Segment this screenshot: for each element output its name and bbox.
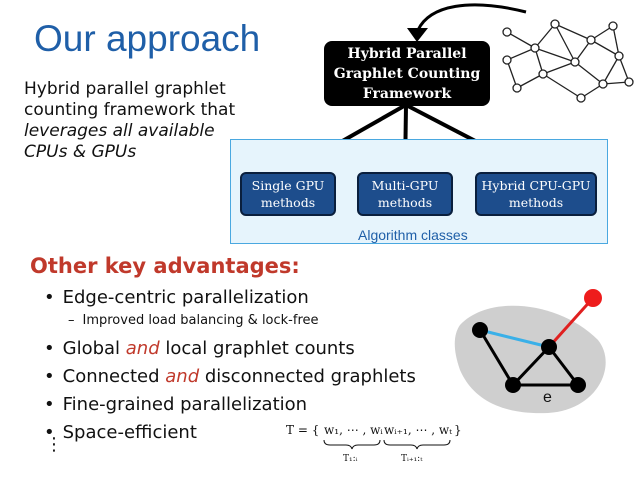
vertical-ellipsis: ⋮ [45, 434, 63, 455]
subtitle-line-1: Hybrid parallel graphlet [24, 79, 226, 99]
bullet-dot: • [44, 422, 55, 443]
method-label-line-2: methods [260, 195, 316, 210]
advantage-text-pre: Global [62, 338, 126, 359]
subtitle-line-2: counting framework that [24, 100, 236, 120]
single-gpu-methods-box: Single GPU methods [240, 172, 336, 216]
method-label-line-1: Hybrid CPU-GPU [481, 178, 591, 193]
formula-part-1: w₁, ⋯ , wᵢ [324, 423, 383, 437]
subtitle-line-3: leverages all available [24, 121, 215, 141]
formula-lhs: T = { [286, 423, 319, 437]
blue-edge [479, 328, 550, 349]
multi-gpu-methods-box: Multi-GPU methods [357, 172, 453, 216]
advantage-item: • Fine-grained parallelization [44, 394, 307, 415]
framework-line-2: Graphlet Counting [333, 65, 481, 82]
slide-title: Our approach [34, 18, 261, 59]
advantage-item: • Edge-centric parallelization [44, 287, 309, 308]
method-label-line-2: methods [377, 195, 433, 210]
graph-node [472, 322, 488, 338]
underbrace-2 [383, 439, 451, 450]
graphlet-illustration [454, 289, 606, 414]
formula-part-2: wᵢ₊₁, ⋯ , wₜ [384, 423, 452, 437]
red-graph-node [584, 289, 602, 307]
graph-node [570, 377, 586, 393]
advantage-item: • Space-efficient [44, 422, 197, 443]
advantage-text-emphasis: and [165, 366, 200, 387]
framework-line-1: Hybrid Parallel [347, 45, 467, 62]
graphlet-blob [454, 305, 606, 414]
slide-subtitle: Hybrid parallel graphlet counting framew… [24, 79, 254, 163]
framework-line-3: Framework [362, 85, 452, 102]
bullet-dot: • [44, 394, 55, 415]
advantage-text: Space-efficient [62, 422, 197, 443]
subtitle-line-4: CPUs & GPUs [24, 142, 137, 162]
framework-box: Hybrid Parallel Graphlet Counting Framew… [324, 41, 490, 106]
formula: T = { w₁, ⋯ , wᵢ wᵢ₊₁, ⋯ , wₜ } T₁:ᵢ Tᵢ₊… [286, 423, 462, 464]
formula-sub-1: T₁:ᵢ [343, 454, 358, 464]
network-graph-illustration [502, 19, 634, 103]
curved-arrow [416, 3, 527, 31]
method-label-line-1: Multi-GPU [371, 178, 439, 193]
bullet-dot: • [44, 287, 55, 308]
advantage-text: Fine-grained parallelization [62, 394, 308, 415]
method-label-line-1: Single GPU [251, 178, 325, 193]
graph-node [541, 339, 557, 355]
advantage-text-emphasis: and [125, 338, 160, 359]
advantage-text-post: local graphlet counts [159, 338, 355, 359]
advantage-text-pre: Connected [62, 366, 166, 387]
advantage-sub-item: –Improved load balancing & lock-free [68, 313, 319, 328]
algorithm-classes-label: Algorithm classes [358, 227, 468, 243]
bullet-dot: • [44, 338, 55, 359]
hybrid-cpu-gpu-methods-box: Hybrid CPU-GPU methods [475, 172, 597, 216]
advantages-title: Other key advantages: [30, 254, 300, 278]
sub-bullet-dash: – [68, 313, 75, 328]
formula-rhs: } [454, 423, 462, 437]
arrowhead [407, 28, 428, 42]
edge-label: e [543, 389, 552, 406]
advantage-text-post: disconnected graphlets [199, 366, 416, 387]
bullet-dot: • [44, 366, 55, 387]
red-edge [547, 296, 595, 349]
formula-sub-2: Tᵢ₊₁:ₜ [401, 454, 423, 464]
underbrace-1 [323, 439, 381, 450]
graph-node [505, 377, 521, 393]
advantage-item: • Connected and disconnected graphlets [44, 366, 416, 387]
advantage-item: • Global and local graphlet counts [44, 338, 355, 359]
sub-item-text: Improved load balancing & lock-free [82, 313, 319, 328]
method-label-line-2: methods [508, 195, 564, 210]
advantage-text: Edge-centric parallelization [62, 287, 309, 308]
